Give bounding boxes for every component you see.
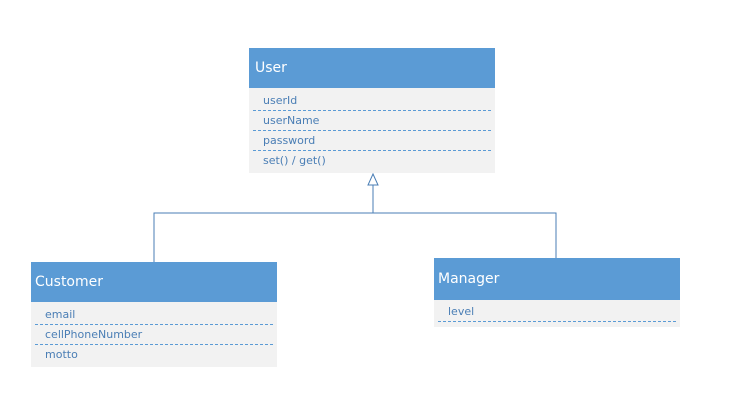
customer-inheritance-line bbox=[153, 185, 374, 262]
user-class-name: User bbox=[255, 60, 287, 76]
customer-class[interactable]: Customer email cellPhoneNumber motto bbox=[31, 262, 277, 367]
manager-class-header: Manager bbox=[434, 258, 680, 300]
manager-class-name: Manager bbox=[438, 271, 500, 287]
user-member-password: password bbox=[253, 131, 491, 151]
customer-class-name: Customer bbox=[35, 274, 104, 290]
manager-member-level: level bbox=[438, 302, 676, 322]
user-class[interactable]: User userId userName password set() / ge… bbox=[249, 48, 495, 173]
user-class-header: User bbox=[249, 48, 495, 88]
customer-member-email: email bbox=[35, 305, 273, 325]
customer-class-members: email cellPhoneNumber motto bbox=[31, 302, 277, 367]
manager-inheritance-line bbox=[373, 212, 557, 258]
manager-class-members: level bbox=[434, 300, 680, 327]
user-member-userid: userId bbox=[253, 91, 491, 111]
customer-member-cellphonenumber: cellPhoneNumber bbox=[35, 325, 273, 345]
user-member-methods: set() / get() bbox=[263, 154, 326, 167]
generalization-arrowhead bbox=[367, 172, 379, 186]
manager-class[interactable]: Manager level bbox=[434, 258, 680, 327]
user-class-members: userId userName password set() / get() bbox=[249, 88, 495, 173]
customer-class-header: Customer bbox=[31, 262, 277, 302]
user-member-username: userName bbox=[253, 111, 491, 131]
customer-member-motto: motto bbox=[45, 348, 78, 361]
